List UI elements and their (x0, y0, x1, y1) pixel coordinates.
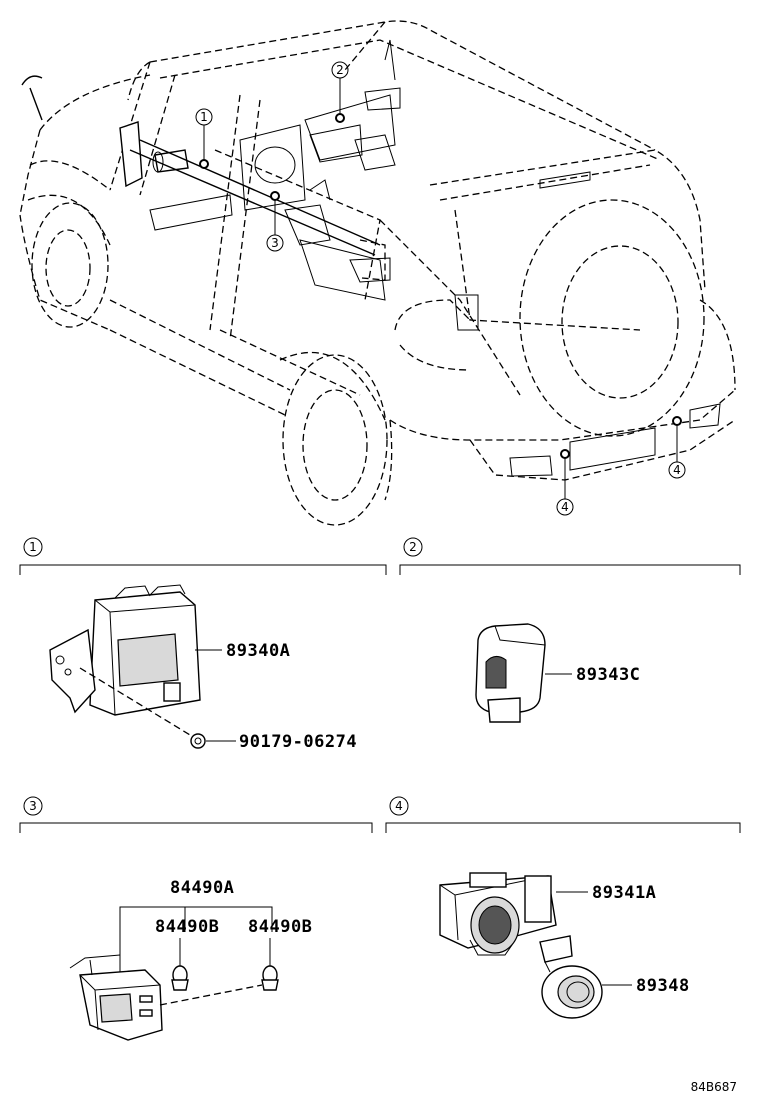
part-89348: 89348 (636, 976, 690, 996)
vehicle-callout-2-label: 2 (336, 63, 344, 77)
diagram-code: 84B687 (691, 1080, 737, 1094)
section-4-bracket (385, 822, 741, 833)
section-3-callout-label: 3 (29, 799, 37, 813)
section-4-callout (389, 796, 409, 816)
part-84490B-left: 84490B (155, 917, 219, 937)
section-1-ecu-module (49, 584, 236, 749)
vehicle-illustration (19, 20, 736, 526)
section-2-callout (403, 537, 423, 557)
vehicle-callout-3-label: 3 (271, 236, 279, 250)
vehicle-callout-4b-label: 4 (673, 463, 681, 477)
section-headers: 1 2 3 4 (19, 537, 741, 833)
part-84490A: 84490A (170, 878, 234, 898)
section-3-bracket (19, 822, 373, 833)
part-89341A: 89341A (592, 883, 656, 903)
vehicle-callouts: 1 2 3 4 4 (195, 61, 686, 516)
section-3-callout (23, 796, 43, 816)
section-2-sensor (475, 623, 572, 723)
section-1-callout (23, 537, 43, 557)
section-3-switch: 84490A 84490B 84490B (69, 878, 312, 1041)
vehicle-callout-1-label: 1 (200, 110, 208, 124)
part-84490B-right: 84490B (248, 917, 312, 937)
section-2-bracket (399, 564, 741, 575)
part-89343C: 89343C (576, 665, 640, 685)
section-4-parking-sensor (439, 872, 632, 1019)
section-2-callout-label: 2 (409, 540, 417, 554)
section-4-callout-label: 4 (395, 799, 403, 813)
part-90179-06274: 90179-06274 (239, 732, 357, 752)
section-1-callout-label: 1 (29, 540, 37, 554)
section-1-bracket (19, 564, 387, 575)
vehicle-callout-4a-label: 4 (561, 500, 569, 514)
part-89340A: 89340A (226, 641, 290, 661)
